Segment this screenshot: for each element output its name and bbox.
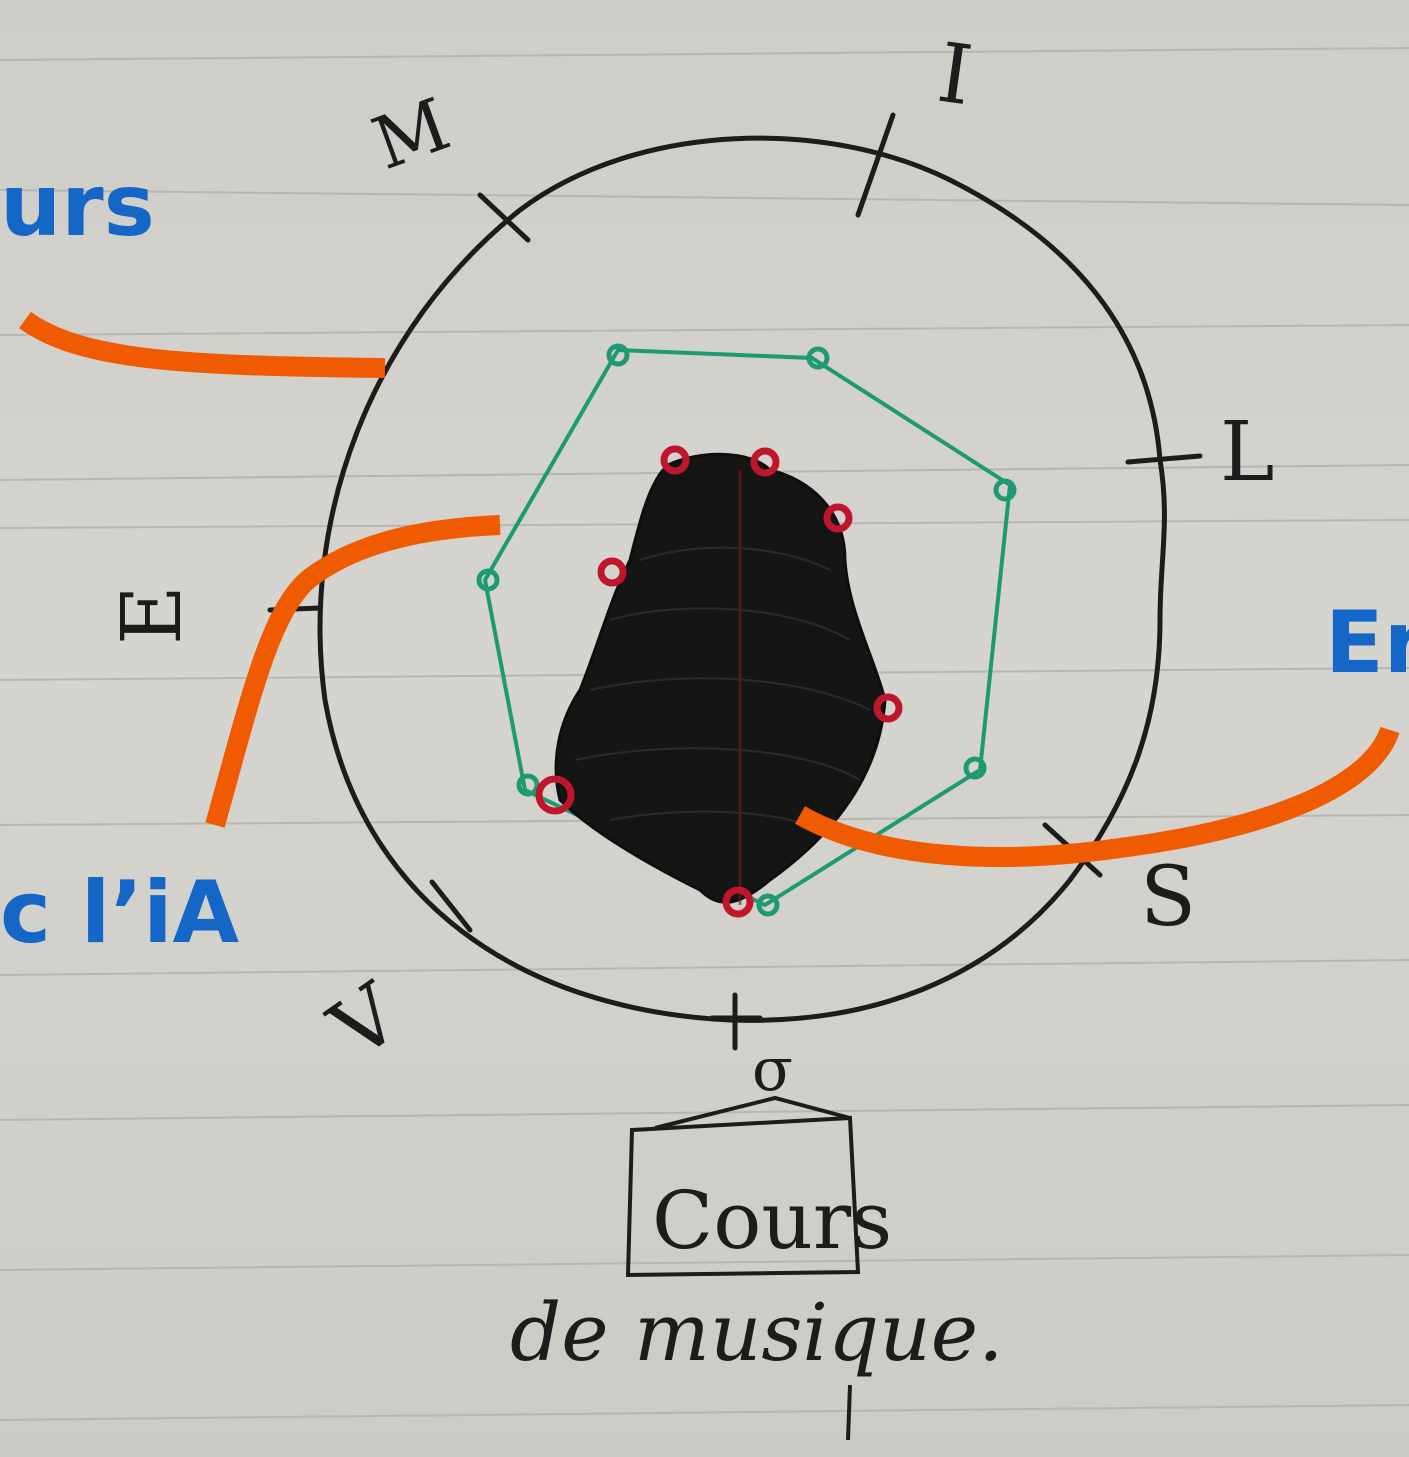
caption-text: de musique. bbox=[510, 1286, 1004, 1379]
callout-line-bottom-left bbox=[205, 515, 501, 828]
outer-circle bbox=[317, 135, 1167, 1023]
callout-line-right bbox=[795, 726, 1400, 867]
ruled-lines bbox=[0, 47, 1409, 1421]
cours-box bbox=[625, 1115, 861, 1278]
axis-label-bottom: σ bbox=[752, 1035, 793, 1105]
red-points bbox=[535, 445, 903, 918]
callout-line-top-left bbox=[19, 311, 386, 378]
cours-label: Cours bbox=[652, 1174, 892, 1267]
caption-stem bbox=[846, 1384, 852, 1441]
axis-label-bottom-left: V bbox=[313, 965, 418, 1078]
callout-text-right: Er bbox=[1325, 593, 1409, 693]
callout-text-top-left: urs bbox=[0, 156, 155, 256]
box-pointer bbox=[654, 1095, 851, 1130]
callout-lines bbox=[19, 311, 1400, 867]
green-points bbox=[476, 343, 1017, 917]
callout-text-bottom-left: c l’iA bbox=[0, 863, 240, 963]
axis-label-left: E bbox=[105, 585, 200, 645]
axis-label-bottom-right: S bbox=[1140, 850, 1196, 945]
axis-label-top-left: M bbox=[362, 82, 460, 186]
axis-label-top: I bbox=[932, 26, 977, 125]
axis-label-right: L bbox=[1220, 405, 1274, 500]
